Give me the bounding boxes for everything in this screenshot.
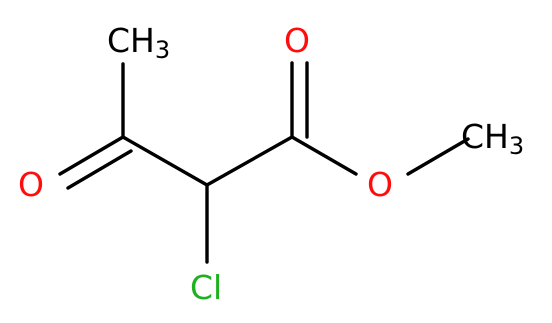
atom-oxygen-ester: O <box>367 165 393 204</box>
atom-oxygen-ketone: O <box>18 165 44 204</box>
atom-ch3-right: CH3 <box>461 117 524 160</box>
bond-ketone-alpha <box>121 135 209 187</box>
bond-ester-carbon-oxygen <box>290 135 358 176</box>
bond-alpha-ester-carbon <box>205 135 294 187</box>
bond-ketone-double-1 <box>58 135 125 176</box>
bond-ketone-double-2 <box>66 149 133 190</box>
bond-lines <box>58 61 470 264</box>
atom-ch3-top: CH3 <box>107 21 170 64</box>
atom-oxygen-carbonyl: O <box>284 21 310 60</box>
atom-chlorine: Cl <box>190 268 222 307</box>
atom-labels: CH3 O O O CH3 Cl <box>18 21 524 307</box>
bond-oxygen-methyl <box>406 137 470 176</box>
